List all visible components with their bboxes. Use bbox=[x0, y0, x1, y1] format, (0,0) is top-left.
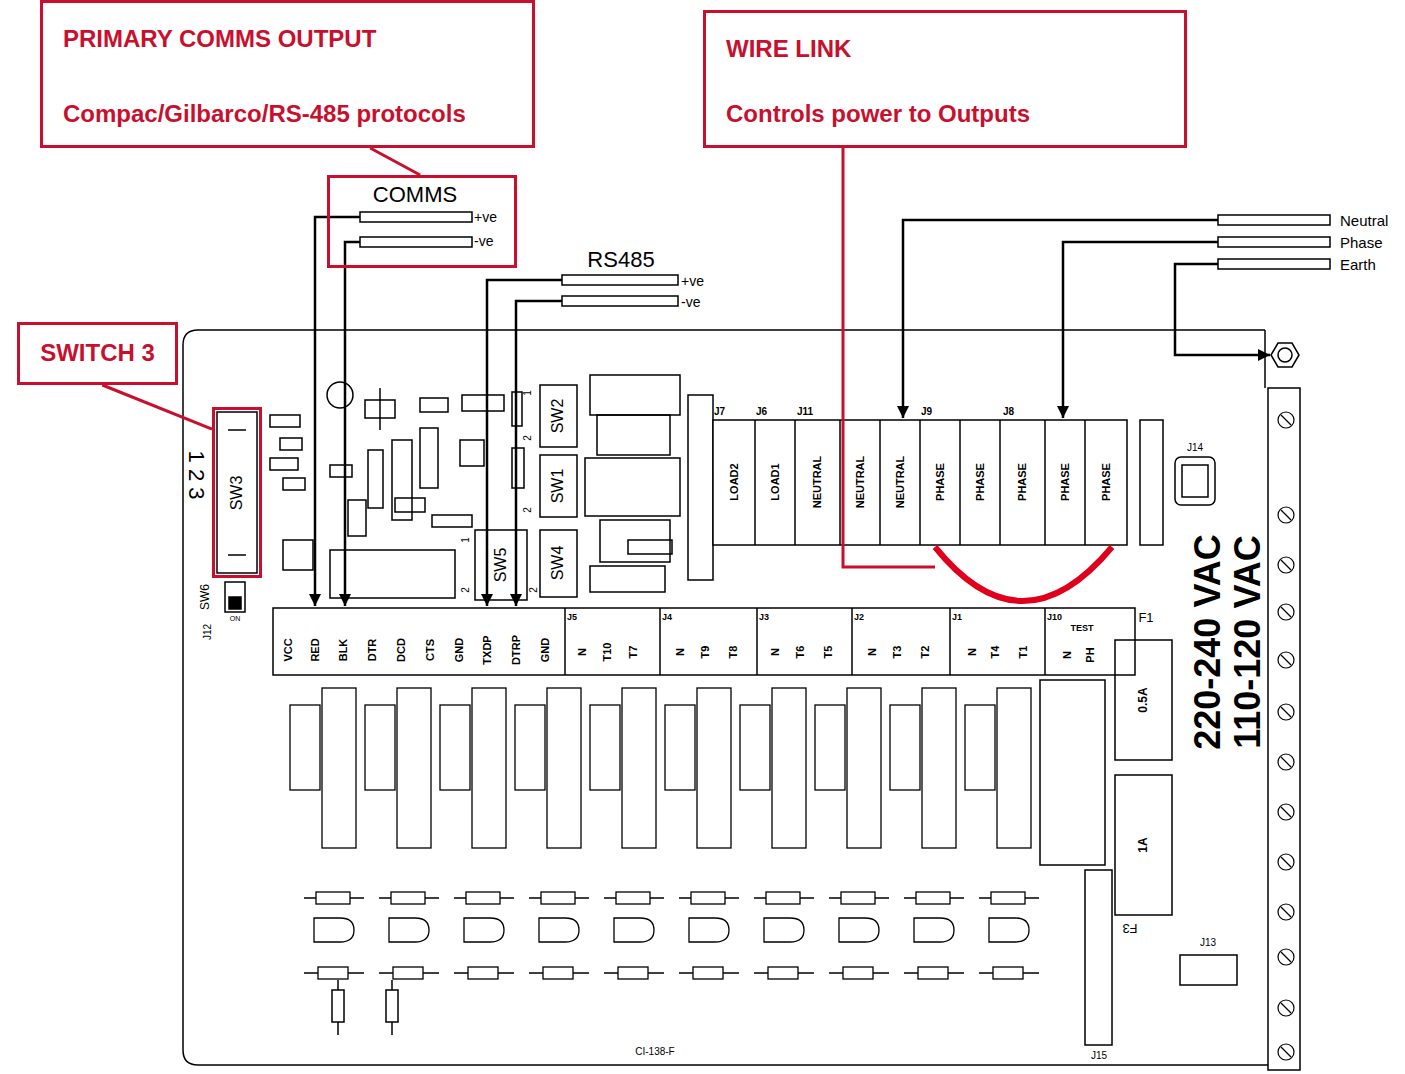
terminal-label: PHASE bbox=[1017, 463, 1028, 501]
terminal-label: PHASE bbox=[1060, 463, 1071, 501]
callout-heading: PRIMARY COMMS OUTPUT bbox=[63, 25, 512, 54]
pin-number: 2 bbox=[523, 435, 533, 441]
connector-ref: J3 bbox=[759, 613, 769, 622]
connector-ref: J6 bbox=[756, 407, 767, 417]
fuse-rating: 0.5A bbox=[1137, 687, 1149, 712]
connector-ref: J9 bbox=[921, 407, 932, 417]
switch-position-label: 1 2 3 bbox=[185, 451, 207, 500]
connector-ref: J13 bbox=[1200, 938, 1216, 948]
pin-label: T3 bbox=[892, 646, 903, 659]
pin-label: T1 bbox=[1018, 646, 1029, 659]
pin-label: N bbox=[577, 648, 588, 656]
pin-label: PH bbox=[1085, 647, 1096, 662]
callout-heading: WIRE LINK bbox=[726, 35, 1164, 64]
connector-label: COMMS bbox=[373, 184, 457, 206]
pin-label: DTRP bbox=[511, 635, 522, 665]
pin-label: T4 bbox=[990, 646, 1001, 659]
connector-ref: J5 bbox=[567, 613, 577, 622]
pin-label: N bbox=[770, 648, 781, 656]
pin-label: GND bbox=[454, 638, 465, 662]
polarity-label: +ve bbox=[681, 274, 704, 288]
switch-label: SW6 bbox=[199, 584, 211, 610]
voltage-label: 110-120 VAC bbox=[1230, 535, 1266, 748]
terminal-label: NEUTRAL bbox=[812, 456, 823, 509]
callout-heading: SWITCH 3 bbox=[40, 339, 155, 368]
pin-number: 2 bbox=[529, 587, 539, 593]
terminal-label: LOAD2 bbox=[729, 463, 740, 500]
terminal-label: PHASE bbox=[935, 463, 946, 501]
polarity-label: +ve bbox=[474, 210, 497, 224]
pin-label: N bbox=[967, 648, 978, 656]
connector-ref: J11 bbox=[797, 407, 813, 417]
pin-label: T9 bbox=[700, 646, 711, 659]
pin-number: 2 bbox=[461, 587, 471, 593]
callout-box: PRIMARY COMMS OUTPUT Compac/Gilbarco/RS-4… bbox=[40, 0, 535, 148]
connector-ref: J12 bbox=[203, 624, 213, 640]
pin-label: T10 bbox=[602, 643, 613, 662]
pin-label: GND bbox=[540, 638, 551, 662]
terminal-label: NEUTRAL bbox=[895, 456, 906, 509]
fuse-ref: F3 bbox=[1122, 922, 1137, 935]
connector-ref: J8 bbox=[1003, 407, 1014, 417]
switch-label: SW4 bbox=[550, 546, 566, 581]
pin-label: DTR bbox=[367, 639, 378, 662]
connector-ref: J7 bbox=[714, 407, 725, 417]
pin-label: T6 bbox=[795, 646, 806, 659]
callout-box: SWITCH 3 bbox=[17, 322, 178, 385]
switch-label: SW2 bbox=[550, 399, 566, 434]
pin-label: TXDP bbox=[482, 635, 493, 664]
terminal-label: LOAD1 bbox=[770, 463, 781, 500]
connector-ref: J14 bbox=[1187, 443, 1203, 453]
voltage-label: 220-240 VAC bbox=[1190, 534, 1226, 749]
pin-label: CTS bbox=[425, 639, 436, 661]
callout-body: Compac/Gilbarco/RS-485 protocols bbox=[63, 100, 512, 129]
pin-label: BLK bbox=[338, 639, 349, 662]
board-code: CI-138-F bbox=[635, 1047, 674, 1057]
switch-state-label: ON bbox=[230, 615, 241, 622]
highlight-box: SW3 bbox=[212, 407, 262, 578]
terminal-label: PHASE bbox=[975, 463, 986, 501]
pin-label: N bbox=[867, 648, 878, 656]
terminal-label: NEUTRAL bbox=[855, 456, 866, 509]
connector-ref: J1 bbox=[952, 613, 962, 622]
pin-label: N bbox=[675, 648, 686, 656]
pin-label: T2 bbox=[920, 646, 931, 659]
pin-number: 2 bbox=[523, 507, 533, 513]
switch-label: SW5 bbox=[493, 548, 509, 583]
pin-number: 1 bbox=[461, 537, 471, 543]
leader-line bbox=[102, 385, 212, 429]
connector-ref: J2 bbox=[854, 613, 864, 622]
wire-label: Neutral bbox=[1340, 213, 1388, 228]
pin-label: N bbox=[1062, 651, 1073, 659]
highlight-box: COMMS +ve -ve bbox=[327, 175, 517, 268]
pin-label: VCC bbox=[283, 638, 294, 661]
terminal-label: PHASE bbox=[1101, 463, 1112, 501]
pin-label: T8 bbox=[728, 646, 739, 659]
connector-ref: J15 bbox=[1091, 1051, 1107, 1061]
fuse-ref: F1 bbox=[1138, 611, 1153, 624]
connector-ref: J4 bbox=[662, 613, 672, 622]
callout-box: WIRE LINK Controls power to Outputs bbox=[703, 10, 1187, 148]
pin-label: RED bbox=[310, 638, 321, 661]
callout-body: Controls power to Outputs bbox=[726, 100, 1164, 129]
connector-ref: J10 bbox=[1047, 613, 1062, 622]
pin-number: 1 bbox=[523, 390, 533, 396]
switch-label: SW1 bbox=[550, 469, 566, 504]
fuse-rating: 1A bbox=[1137, 837, 1149, 852]
pin-label: TEST bbox=[1070, 624, 1093, 633]
polarity-label: -ve bbox=[474, 234, 493, 248]
wire-label: Earth bbox=[1340, 257, 1376, 272]
connector-label: RS485 bbox=[587, 249, 654, 271]
pin-label: DCD bbox=[396, 638, 407, 662]
leader-line bbox=[370, 148, 420, 175]
switch-label: SW3 bbox=[229, 475, 245, 510]
pin-label: T7 bbox=[628, 646, 639, 659]
pin-label: T5 bbox=[823, 646, 834, 659]
wire-label: Phase bbox=[1340, 235, 1383, 250]
polarity-label: -ve bbox=[681, 295, 700, 309]
